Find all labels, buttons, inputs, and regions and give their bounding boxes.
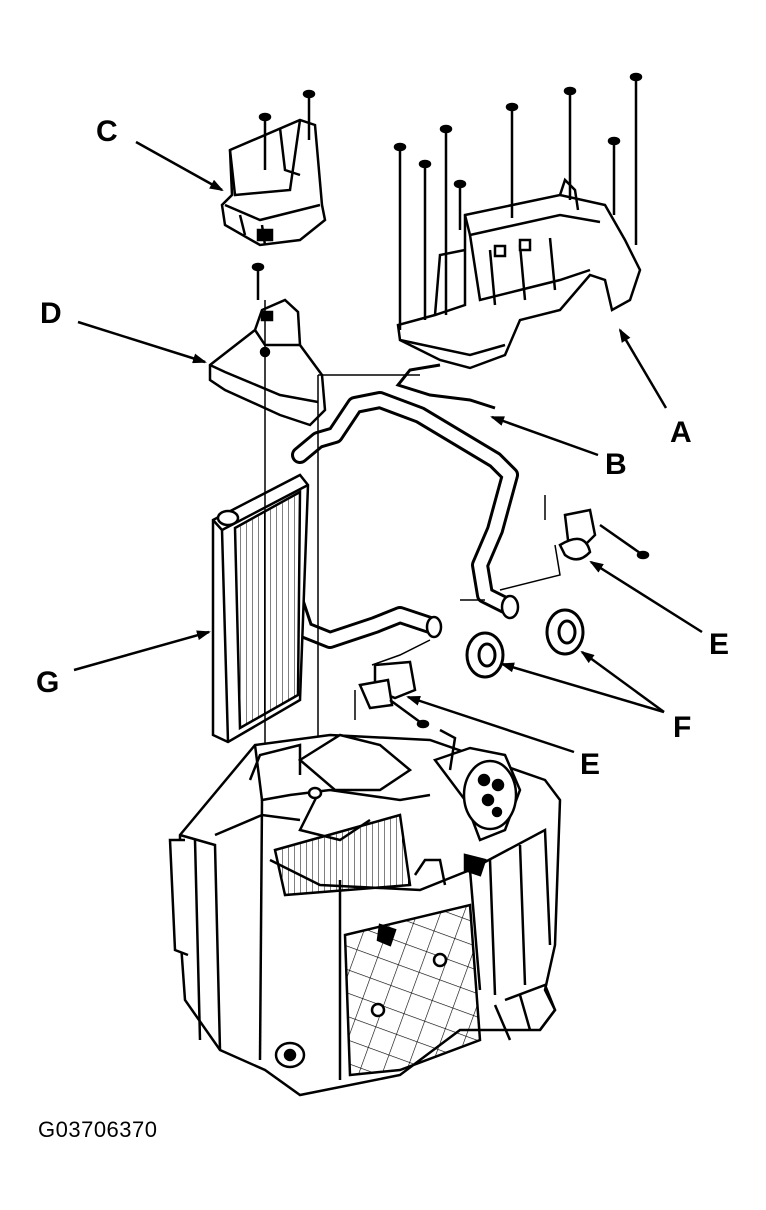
part-b-wire (395, 363, 496, 410)
leader-g (73, 630, 211, 672)
callout-b: B (605, 448, 627, 481)
part-c-screws (251, 89, 316, 300)
part-g-heater-core (211, 473, 310, 744)
leader-d (77, 320, 207, 364)
part-a-housing (396, 177, 642, 370)
leader-e-upper (589, 560, 703, 634)
part-e-lower-clip (358, 660, 430, 729)
callout-e-lower: E (580, 748, 601, 781)
callout-a: A (670, 416, 692, 449)
part-f-grommets (465, 608, 585, 679)
callout-f: F (673, 711, 692, 744)
leader-e-lower (406, 695, 575, 754)
part-a-screws (393, 72, 643, 330)
callout-g: G (36, 666, 60, 699)
part-e-upper-clip (558, 508, 650, 561)
callout-d: D (40, 297, 62, 330)
part-d-duct (208, 298, 327, 427)
pipe-ends (425, 594, 520, 639)
leader-a (618, 328, 668, 409)
leader-lines (73, 140, 703, 754)
leader-f-2 (580, 650, 665, 714)
leader-c (135, 140, 224, 192)
callout-c: C (96, 115, 118, 148)
leader-f-1 (500, 662, 665, 714)
callout-e-upper: E (709, 628, 730, 661)
figure-id: G03706370 (38, 1117, 158, 1142)
part-c-bracket (220, 118, 327, 247)
leader-b (490, 415, 599, 457)
hvac-unit (168, 728, 562, 1097)
